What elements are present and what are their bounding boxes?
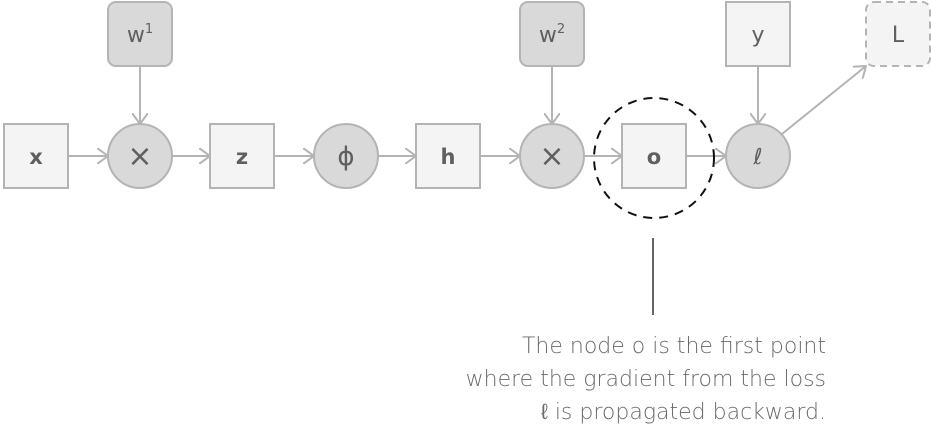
node-h-shape [415,123,481,189]
node-w1-label: w1 [127,22,153,48]
node-x-label: x [29,145,43,169]
node-w2-shape [519,1,585,67]
node-mul1-shape [107,123,173,189]
node-loss-shape [725,123,791,189]
annotation-line-1: The node o is the first point [521,334,826,359]
nodes: x × z ϕ h × o ℓ w1 w2 y L [3,1,931,189]
edges [68,66,866,156]
node-o-shape [621,123,687,189]
node-y-label: y [751,23,764,48]
node-phi-shape [313,123,379,189]
annotation-line-3: ℓ is propagated backward. [540,400,826,425]
node-mul2-label: × [539,139,564,174]
node-w1-shape [107,1,173,67]
node-h-label: h [441,145,456,169]
node-o-label: o [647,145,661,169]
node-y: y [725,1,791,67]
node-mul1-label: × [127,139,152,174]
node-loss: ℓ [725,123,791,189]
node-L-label: L [892,23,905,48]
node-mul2-shape [519,123,585,189]
node-loss-label: ℓ [752,145,762,170]
highlight-dashed-circle [593,97,715,219]
edge-loss-to-L [781,66,866,135]
node-mul2: × [519,123,585,189]
node-w2: w2 [519,1,585,67]
node-phi-label: ϕ [337,142,354,172]
annotation-line-2: where the gradient from the loss [465,367,826,392]
node-mul1: × [107,123,173,189]
node-phi: ϕ [313,123,379,189]
node-z-shape [209,123,275,189]
node-h: h [415,123,481,189]
node-w2-superscript: 2 [557,22,565,37]
node-y-shape [725,1,791,67]
node-L-shape [865,1,931,67]
node-x-shape [3,123,69,189]
node-w1: w1 [107,1,173,67]
node-o: o [621,123,687,189]
node-x: x [3,123,69,189]
annotation-text: The node o is the first point where the … [466,330,826,429]
node-z-label: z [236,145,248,169]
node-w1-superscript: 1 [145,22,153,37]
node-z: z [209,123,275,189]
node-L: L [865,1,931,67]
